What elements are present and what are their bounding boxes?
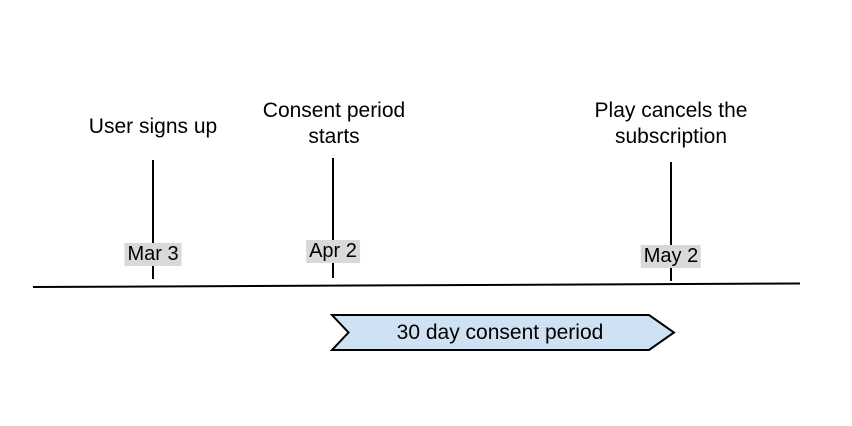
event-label: User signs up	[88, 115, 218, 138]
event-label: Consent period starts	[262, 99, 406, 148]
event-date-chip: Mar 3	[124, 243, 182, 266]
event-tick-line	[332, 158, 334, 278]
event-tick-line	[670, 162, 672, 281]
consent-period-arrow-label: 30 day consent period	[396, 321, 604, 344]
event-tick-line	[152, 160, 154, 279]
event-date-chip: May 2	[640, 245, 702, 268]
timeline-axis-line	[32, 282, 801, 288]
event-date-chip: Apr 2	[306, 240, 360, 263]
event-label: Play cancels the subscription	[594, 99, 748, 148]
